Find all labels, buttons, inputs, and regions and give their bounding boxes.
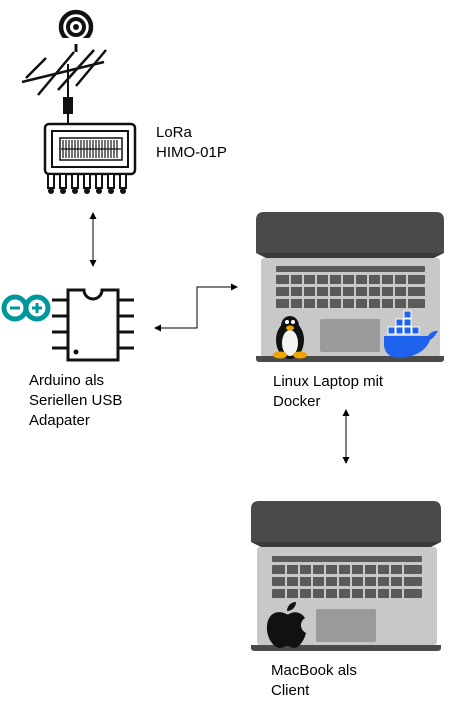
chip-icon xyxy=(43,122,137,194)
linux-laptop-label: Linux Laptop mit Docker xyxy=(273,372,383,412)
apple-logo-icon xyxy=(266,602,306,648)
arduino-linux-connector xyxy=(154,283,238,332)
ic-chip-icon xyxy=(52,288,134,362)
linux-label-line2: Docker xyxy=(273,393,321,410)
lora-label-line2: HIMO-01P xyxy=(156,144,227,161)
arduino-label-line3: Adapater xyxy=(29,412,90,429)
linux-label-line1: Linux Laptop mit xyxy=(273,373,384,390)
lora-label-line1: LoRa xyxy=(156,124,192,141)
macbook-label: MacBook als Client xyxy=(271,661,357,701)
mac-label-line2: Client xyxy=(271,682,310,699)
arduino-label-line2: Seriellen USB xyxy=(29,392,123,409)
arduino-label: Arduino als Seriellen USB Adapater xyxy=(29,371,122,431)
tux-penguin-icon xyxy=(273,316,307,359)
arduino-logo-icon xyxy=(1,294,51,322)
arduino-label-line1: Arduino als xyxy=(29,372,105,389)
lora-label: LoRa HIMO-01P xyxy=(156,123,227,163)
mac-label-line1: MacBook als xyxy=(271,662,357,679)
docker-whale-icon xyxy=(384,310,438,358)
antenna-icon xyxy=(21,9,107,126)
